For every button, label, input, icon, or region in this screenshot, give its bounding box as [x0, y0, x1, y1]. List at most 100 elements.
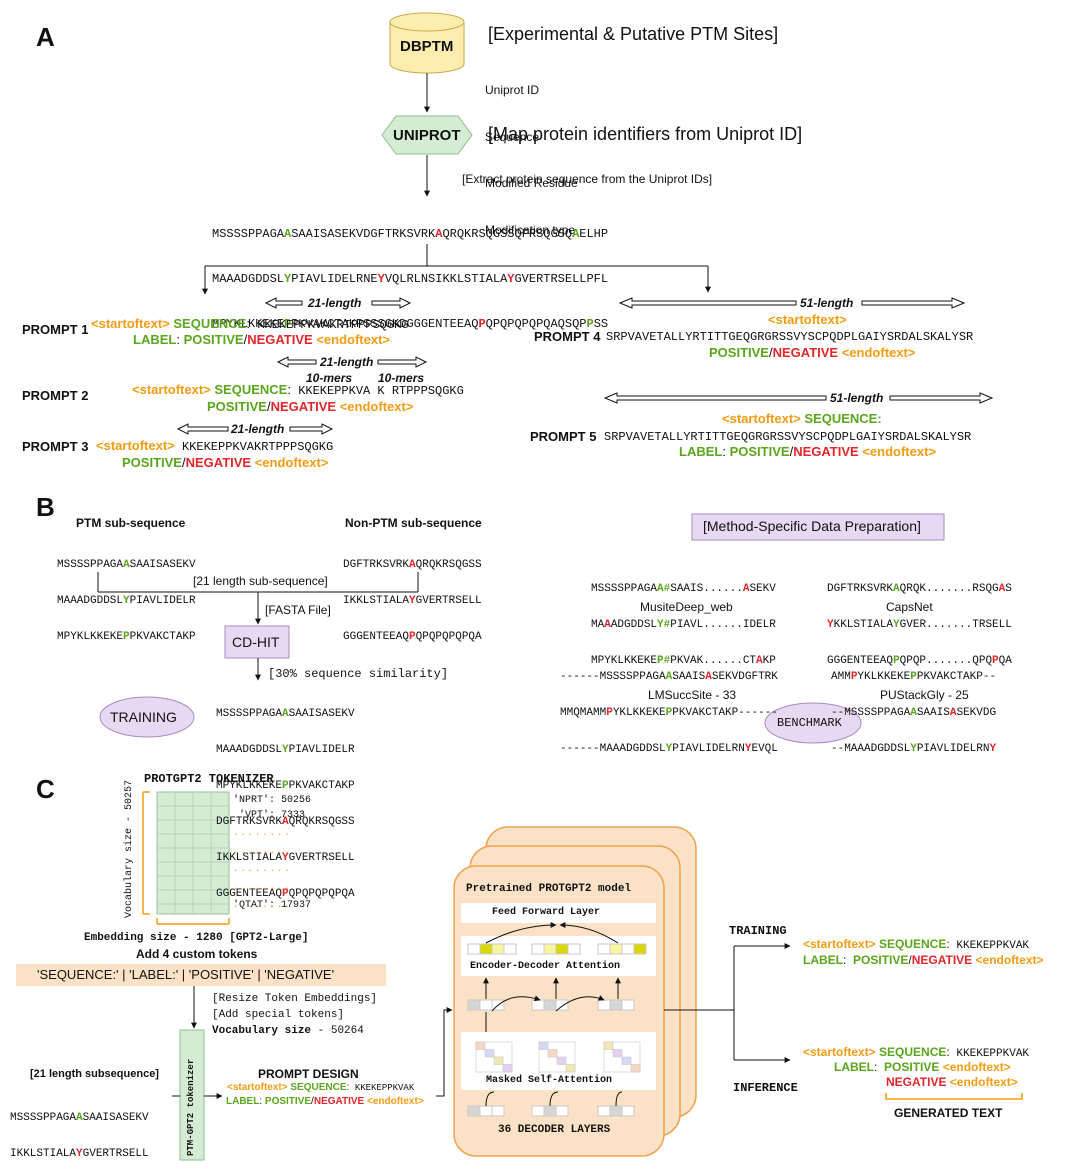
- prompt-1-name: PROMPT 1: [22, 322, 89, 337]
- lmsucc-seq-2: MMQMAMMPYKLKKEKEPPKVAKCTAKP------: [560, 707, 778, 719]
- prompt-5-seq: SRPVAVETALLYRTITTGEQGRGRSSVYSCPQDPLGAIYS…: [604, 430, 972, 444]
- token-npr: 'NPRT': 50256: [233, 795, 312, 806]
- capsnet-seqs: DGFTRKSVRKAQRQK.......RSQGAS YKKLSTIALAY…: [827, 559, 1012, 679]
- musite-seq-3: MPYKLKKEKEP#PKVAK......CTAKP: [591, 655, 776, 667]
- field-sequence: Sequence: [485, 129, 540, 144]
- length-label-p5: 51-length: [830, 391, 884, 405]
- sub-seq-2: IKKLSTIALAYGVERTRSELL: [10, 1148, 149, 1160]
- lmsucc-seq-3: ------MAAADGDDSLYPIAVLIDELRNYEVQL: [560, 743, 778, 755]
- training-seq-5: IKKLSTIALAYGVERTRSELL: [216, 852, 355, 864]
- tokenizer-title: PROTGPT2 TOKENIZER: [144, 772, 274, 786]
- token-qtat: 'QTAT': 17937: [233, 900, 312, 911]
- ptm-gpt2-tokenizer-box: [179, 1029, 205, 1161]
- token-ellipsis: ........................................: [234, 824, 293, 910]
- prompt-3-name: PROMPT 3: [22, 439, 89, 454]
- decoder-layers-label: 36 DECODER LAYERS: [498, 1124, 611, 1136]
- musite-seq-2: MAAADGDDSLY#PIAVL......IDELR: [591, 619, 776, 631]
- training-seq-1: MSSSSPPAGAASAAISASEKV: [216, 708, 355, 720]
- capsnet-label: CapsNet: [886, 600, 933, 614]
- ptm-subseqs: MSSSSPPAGAASAAISASEKV MAAADGDDSLYPIAVLID…: [57, 535, 196, 655]
- sub-seq-1: MSSSSPPAGAASAAISASEKV: [10, 1112, 149, 1124]
- cdhit-label: CD-HIT: [232, 634, 280, 650]
- capsnet-seq-1: DGFTRKSVRKAQRQK.......RSQGAS: [827, 583, 1012, 595]
- prompt-1-line-1: <startoftext> SEQUENCE: KKEKEPPKVAKRTPPP…: [91, 316, 409, 332]
- inference-line-1: <startoftext> SEQUENCE: KKEKEPPKVAK: [803, 1045, 1030, 1060]
- length-arrow-p5: [603, 392, 994, 404]
- pustack-seq-1: AMMPYKLKKEKEPPKVAKCTAKP--: [831, 671, 997, 683]
- nonptm-subseq-title: Non-PTM sub-sequence: [345, 516, 482, 530]
- nonptm-subseq-3: GGGENTEEAQPQPQPQPQPQA: [343, 631, 482, 643]
- prompt-4-seq: SRPVAVETALLYRTITTGEQGRGRSSVYSCPQDPLGAIYS…: [606, 330, 974, 344]
- feed-forward-label: Feed Forward Layer: [492, 907, 601, 918]
- generated-text-label: GENERATED TEXT: [894, 1106, 1003, 1120]
- training-seq-4: DGFTRKSVRKAQRQKRSQGSS: [216, 816, 355, 828]
- resize-label: [Resize Token Embeddings]: [212, 993, 378, 1005]
- inference-label: INFERENCE: [733, 1081, 798, 1095]
- length-label-p4: 51-length: [800, 296, 854, 310]
- sub-seqs: MSSSSPPAGAASAAISASEKV IKKLSTIALAYGVERTRS…: [10, 1088, 149, 1172]
- length-label-p1: 21-length: [308, 296, 362, 310]
- protein-seq-3: MPYKLKKEKEPPKVAKCTAKPSSSGKDGGGENTEEAQPQP…: [212, 317, 609, 331]
- training-ellipse: [99, 696, 195, 738]
- nonptm-subseq-1: DGFTRKSVRKAQRQKRSQGSS: [343, 559, 482, 571]
- length-arrow-p3: [176, 423, 334, 435]
- sub21-label: [21 length sub-sequence]: [193, 574, 328, 588]
- vocab-size-label: Vocabulary size - 50257: [124, 779, 135, 918]
- add-tokens-label: Add 4 custom tokens: [136, 947, 258, 961]
- ptm-subseq-2: MAAADGDDSLYPIAVLIDELR: [57, 595, 196, 607]
- special-label: [Add special tokens]: [212, 1009, 345, 1021]
- pustack-seq-2: --MSSSSPPAGAASAAISASEKVDG: [831, 707, 997, 719]
- prompt-1-line-2: LABEL: POSITIVE/NEGATIVE <endoftext>: [133, 332, 390, 347]
- uniprot-title: [Map protein identifiers from Uniprot ID…: [488, 124, 803, 144]
- ptm-gpt2-tokenizer-label: PTM-GPT2 tokenizer: [186, 1058, 196, 1156]
- extract-label: [Extract protein sequence from the Unipr…: [462, 172, 713, 186]
- training-output-line-2: LABEL: POSITIVE/NEGATIVE <endoftext>: [803, 953, 1044, 967]
- embedding-grid: [156, 791, 230, 915]
- mers-label-left: 10-mers: [306, 371, 353, 385]
- pustack-seqs: AMMPYKLKKEKEPPKVAKCTAKP-- --MSSSSPPAGAAS…: [831, 647, 996, 767]
- uniprot-hexagon: [381, 115, 473, 155]
- nonptm-subseqs: DGFTRKSVRKAQRQKRSQGSS IKKLSTIALAYGVERTRS…: [343, 535, 482, 655]
- training-label: TRAINING: [110, 709, 177, 725]
- mers-label-right: 10-mers: [378, 371, 425, 385]
- field-uniprot-id: Uniprot ID: [485, 83, 540, 97]
- prompt-4-start: <startoftext>: [768, 312, 847, 327]
- encoder-decoder-box: [461, 936, 656, 976]
- prompt-4-line-3: POSITIVE/NEGATIVE <endoftext>: [709, 345, 916, 360]
- vocab2-label: Vocabulary size - 50264: [212, 1025, 364, 1037]
- prompt-2-line-1: <startoftext> SEQUENCE: KKEKEPPKVA K RTP…: [132, 382, 464, 398]
- embedding-size-label: Embedding size - 1280 [GPT2-Large]: [84, 932, 309, 944]
- capsnet-seq-3: GGGENTEEAQPQPQP.......QPQPQA: [827, 655, 1012, 667]
- sub-title: [21 length subsequence]: [30, 1068, 159, 1080]
- ptm-subseq-3: MPYKLKKEKEPPKVAKCTAKP: [57, 631, 196, 643]
- field-modified-residue: Modified Residue: [485, 176, 578, 190]
- pustack-label: PUStackGly - 25: [880, 688, 969, 702]
- prompt-5-line-1: <startoftext> SEQUENCE:: [722, 411, 882, 426]
- protein-seq-1: MSSSSPPAGAASAAISASEKVDGFTRKSVRKAQRQKRSQG…: [212, 227, 609, 241]
- prompt-3-line-2: POSITIVE/NEGATIVE <endoftext>: [122, 455, 329, 470]
- panel-label-c: C: [36, 774, 55, 804]
- method-title-box: [691, 513, 945, 541]
- dbptm-fields: Uniprot ID Sequence Modified Residue Mod…: [485, 52, 578, 254]
- lmsucc-seq-1: ------MSSSSPPAGAASAAISASEKVDGFTRK: [560, 671, 778, 683]
- eda-token-strips: [467, 943, 647, 955]
- uniprot-label: UNIPROT: [393, 127, 461, 144]
- dbptm-cylinder: [389, 12, 465, 74]
- prompt-design-label: PROMPT DESIGN: [258, 1067, 359, 1081]
- dbptm-title: [Experimental & Putative PTM Sites]: [488, 24, 779, 44]
- lmsucc-label: LMSuccSite - 33: [648, 688, 737, 702]
- length-label-p3: 21-length: [231, 422, 285, 436]
- inference-line-3: NEGATIVE <endoftext>: [886, 1075, 1018, 1089]
- protein-sequences: MSSSSPPAGAASAAISASEKVDGFTRKSVRKAQRQKRSQG…: [212, 197, 608, 347]
- length-arrow-p4: [618, 297, 966, 309]
- prompt-5-name: PROMPT 5: [530, 429, 597, 444]
- capsnet-seq-2: YKKLSTIALAYGVER.......TRSELL: [827, 619, 1012, 631]
- length-arrow-p1: [264, 297, 412, 309]
- panel-label-b: B: [36, 492, 55, 522]
- prompt-5-line-3: LABEL: POSITIVE/NEGATIVE <endoftext>: [679, 444, 936, 459]
- custom-tokens-text: 'SEQUENCE:' | 'LABEL:' | 'POSITIVE' | 'N…: [37, 967, 335, 982]
- cdhit-box: [224, 625, 290, 659]
- ptm-subseq-1: MSSSSPPAGAASAAISASEKV: [57, 559, 196, 571]
- model-title: Pretrained PROTGPT2 model: [466, 883, 632, 895]
- prompt-3-line-1: <startoftext> KKEKEPPKVAKRTPPPSQGKG: [96, 438, 334, 454]
